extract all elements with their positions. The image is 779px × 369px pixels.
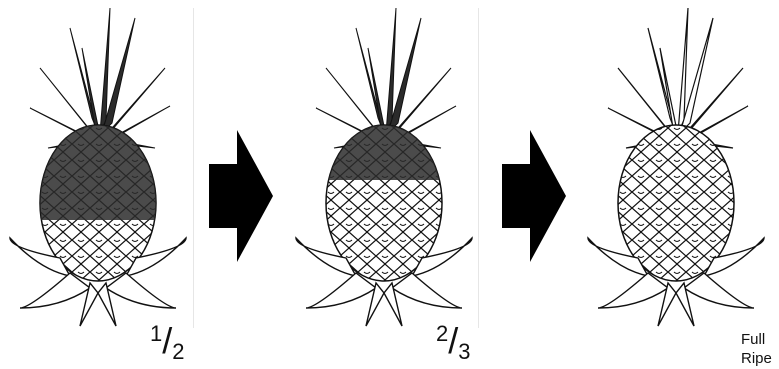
arrow-right-icon [502,130,566,267]
fraction-numerator: 2 [436,321,448,346]
label-line: Ripe [741,349,772,368]
arrow-right-icon [209,130,273,267]
label-half: 1/2 [150,320,185,362]
pineapple-stage-two-thirds [286,8,486,330]
pineapple-stage-half [0,8,200,330]
label-two-thirds: 2/3 [436,320,471,362]
label-line: Full [741,330,772,349]
fraction-denominator: 3 [458,339,470,364]
label-full-ripe: Full Ripe [741,330,772,368]
pineapple-stage-full [578,8,778,330]
divider [478,8,479,328]
fraction-denominator: 2 [172,339,184,364]
divider [193,8,194,328]
fraction-numerator: 1 [150,321,162,346]
